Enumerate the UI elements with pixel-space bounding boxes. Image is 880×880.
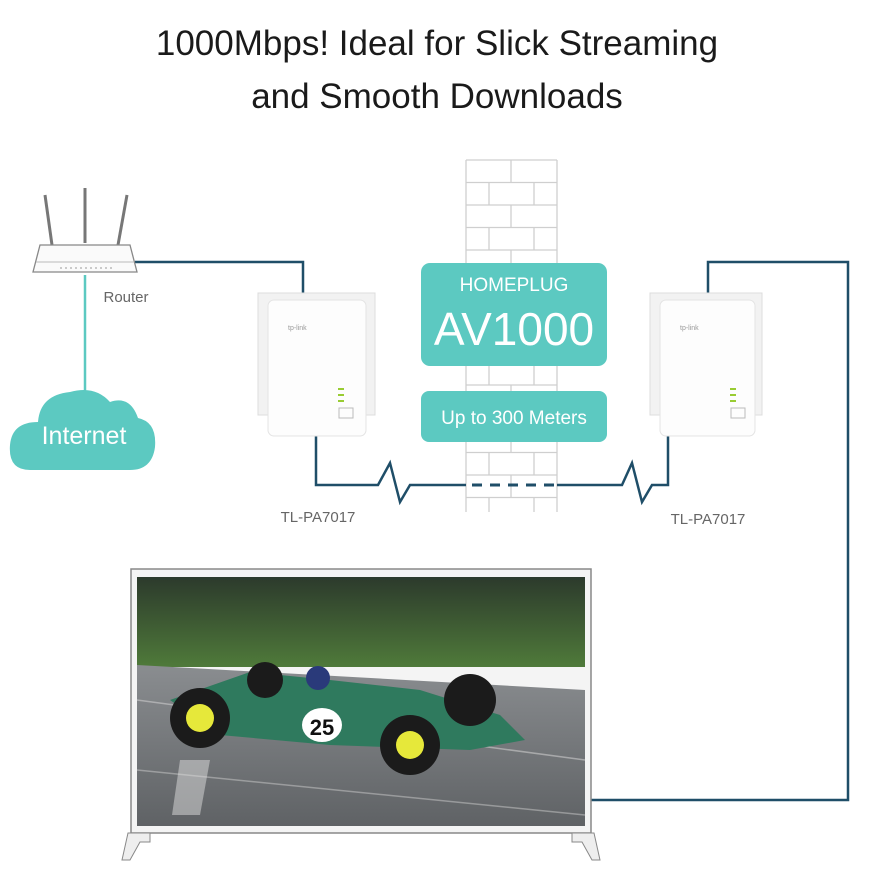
range-label: Up to 300 Meters bbox=[441, 408, 587, 429]
adapter-brand: tp-link bbox=[288, 325, 307, 332]
internet-label: Internet bbox=[42, 422, 127, 450]
adapter-model-right: TL-PA7017 bbox=[671, 511, 746, 528]
router-adapter-cable bbox=[135, 260, 305, 300]
homeplug-badge bbox=[421, 263, 607, 366]
headline-line1: 1000Mbps! Ideal for Slick Streaming bbox=[156, 24, 718, 63]
adapter-brand: tp-link bbox=[680, 325, 699, 332]
adapter-tv-cable bbox=[590, 260, 850, 802]
homeplug-label: HOMEPLUG bbox=[460, 275, 569, 296]
tv-screen-race-car-image: 25 bbox=[136, 577, 586, 826]
headline-line2: and Smooth Downloads bbox=[251, 77, 623, 116]
range-badge bbox=[421, 391, 607, 442]
internet-cloud-icon bbox=[9, 389, 156, 470]
powerline-right bbox=[557, 435, 670, 506]
powerline-adapter-left: tp-link bbox=[257, 292, 376, 437]
adapter-model-left: TL-PA7017 bbox=[281, 509, 356, 526]
powerline-adapter-right: tp-link bbox=[649, 292, 763, 437]
router-icon bbox=[32, 188, 138, 273]
car-number: 25 bbox=[310, 715, 334, 740]
router-label: Router bbox=[103, 289, 148, 306]
av1000-label: AV1000 bbox=[434, 303, 594, 355]
powerline-left bbox=[314, 435, 466, 506]
